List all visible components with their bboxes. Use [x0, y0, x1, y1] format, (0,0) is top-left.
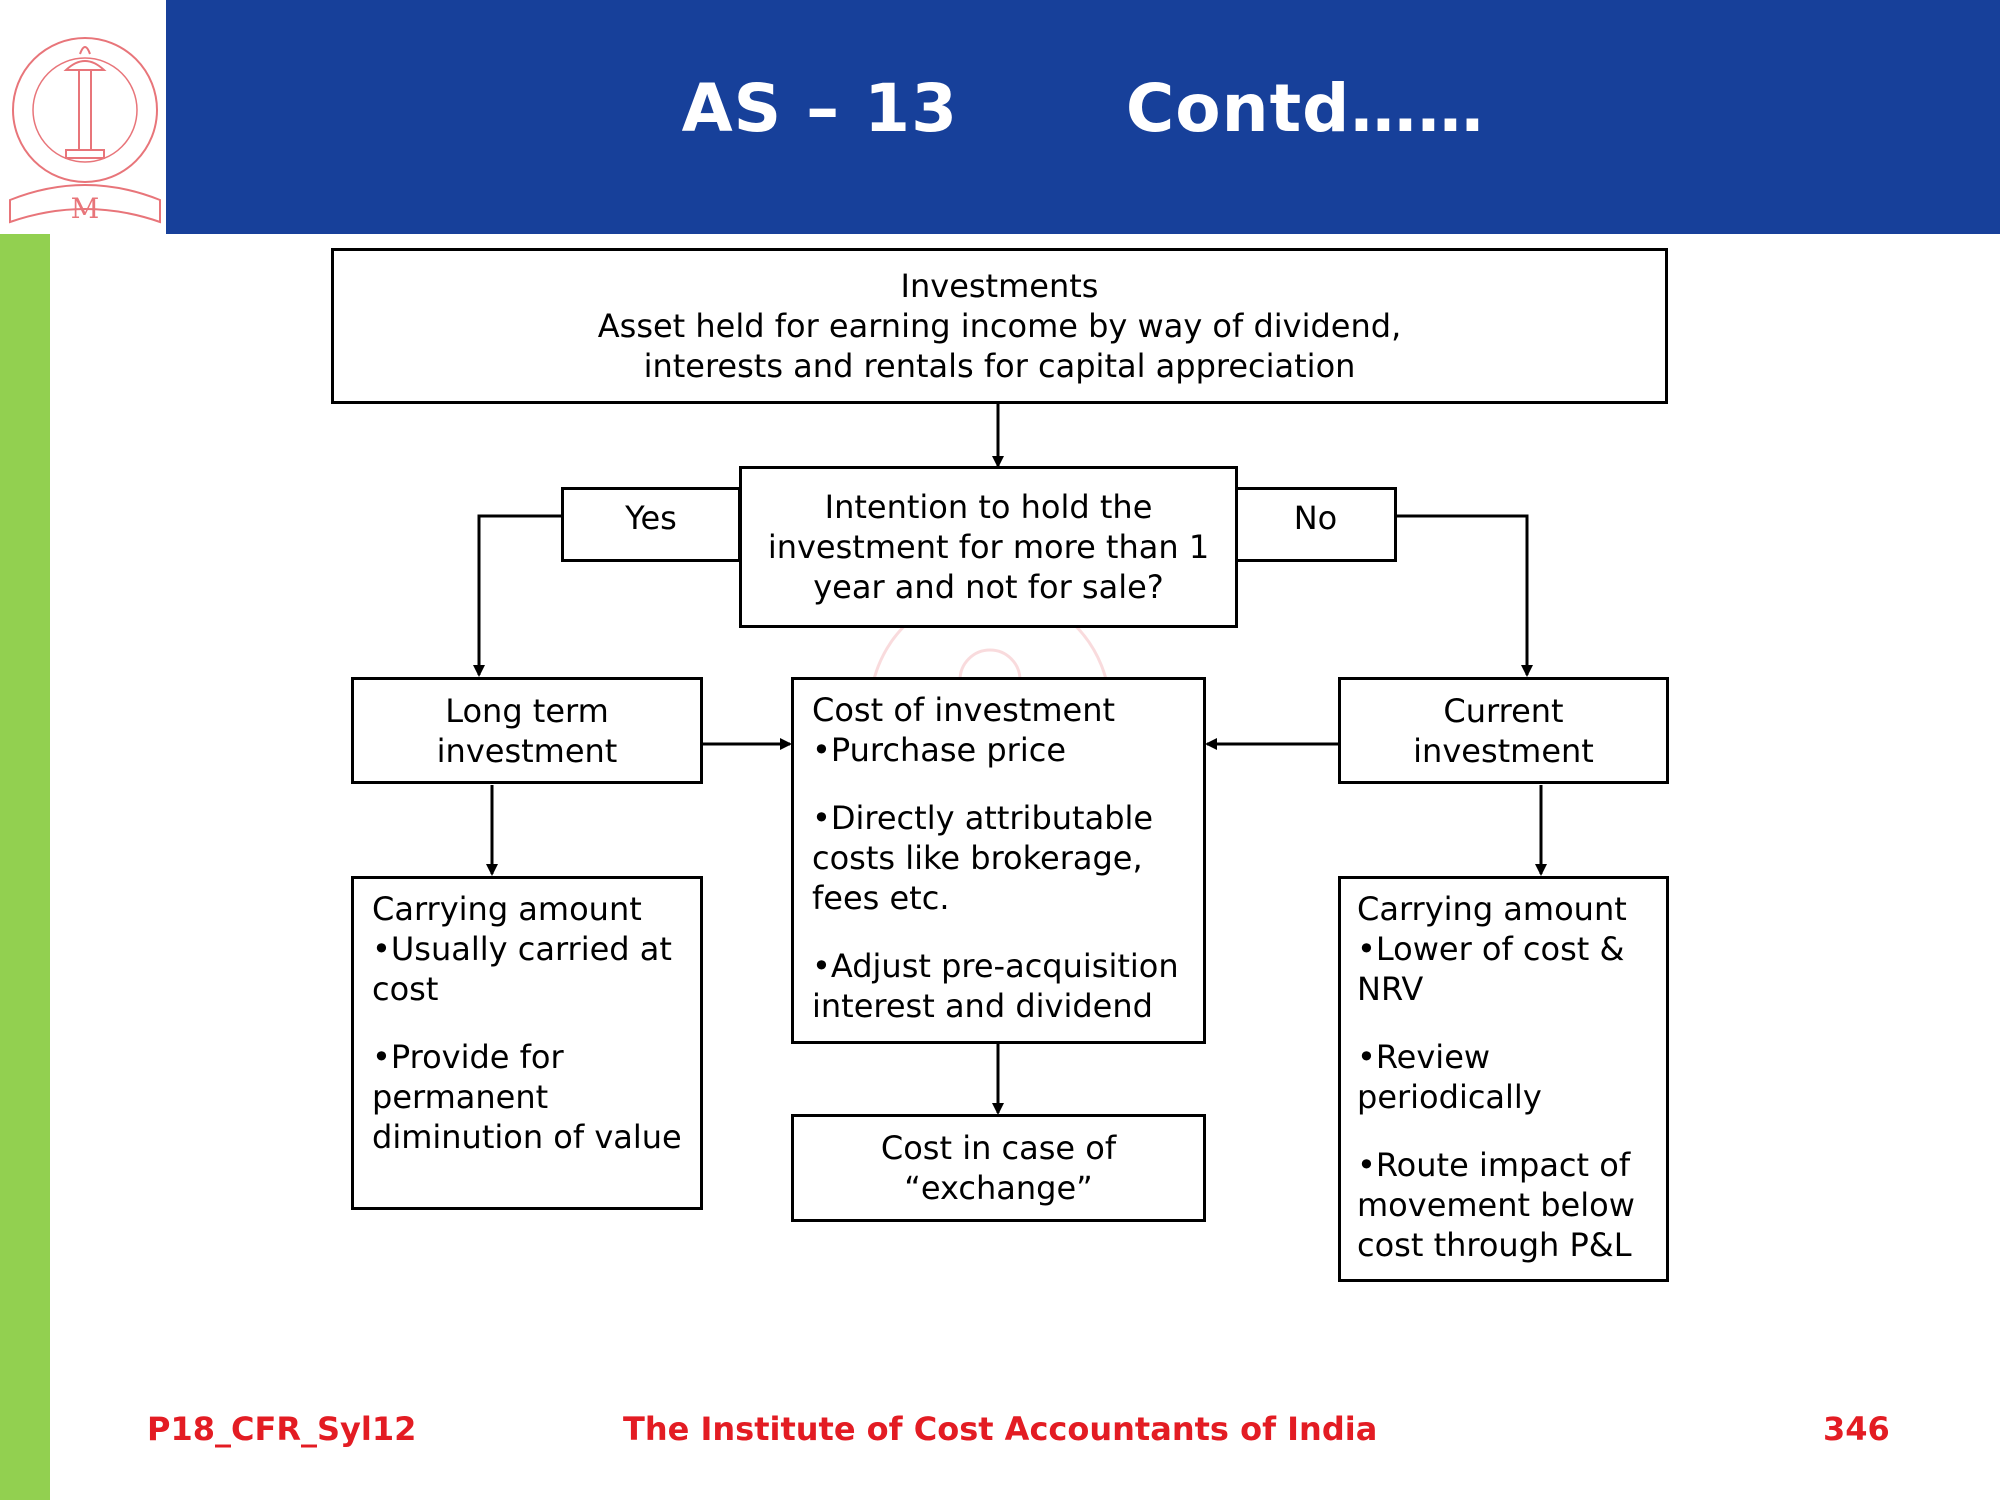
current-carry-item-1-line-2: NRV: [1357, 970, 1424, 1008]
decision-line-3: year and not for sale?: [813, 568, 1164, 606]
decision-line-1: Intention to hold the: [824, 488, 1153, 526]
yes-label-box: Yes: [561, 487, 741, 562]
exchange-line-1: Cost in case of: [880, 1129, 1117, 1167]
cost-item-attributable-line-1: •Directly attributable: [812, 799, 1154, 837]
decision-line-2: investment for more than 1: [767, 528, 1210, 566]
long-carry-item-1-line-1: •Usually carried at: [372, 930, 672, 968]
cost-item-attributable-line-3: fees etc.: [812, 879, 950, 917]
current-carry-item-1-line-1: •Lower of cost &: [1357, 930, 1625, 968]
investments-definition-line-2: interests and rentals for capital apprec…: [643, 347, 1356, 385]
arrow-yes-to-long-term: [473, 514, 562, 677]
current-carry-item-3-line-2: movement below: [1357, 1186, 1635, 1224]
cost-item-attributable-line-2: costs like brokerage,: [812, 839, 1143, 877]
footer-page-number: 346: [1823, 1410, 1890, 1448]
cost-heading: Cost of investment: [812, 691, 1116, 729]
footer-institute-name: The Institute of Cost Accountants of Ind…: [623, 1410, 1378, 1448]
exchange-cost-box: Cost in case of “exchange”: [791, 1114, 1206, 1222]
cost-of-investment-box: Cost of investment •Purchase price •Dire…: [791, 677, 1206, 1044]
long-term-line-1: Long term: [445, 691, 609, 730]
current-investment-box: Current investment: [1338, 677, 1669, 784]
cost-item-attributable: •Directly attributable costs like broker…: [812, 798, 1185, 918]
long-carry-item-2-line-3: diminution of value: [372, 1118, 682, 1156]
current-carry-heading: Carrying amount: [1357, 890, 1627, 928]
cost-item-pre-acquisition-line-2: interest and dividend: [812, 987, 1153, 1025]
decision-box: Intention to hold the investment for mor…: [739, 466, 1238, 628]
long-carry-item-1-line-2: cost: [372, 970, 439, 1008]
investments-heading: Investments: [900, 267, 1099, 305]
long-carry-heading: Carrying amount: [372, 890, 642, 928]
side-accent-bar: [0, 234, 50, 1500]
current-carry-item-1: •Lower of cost & NRV: [1357, 929, 1650, 1009]
current-carrying-amount-box: Carrying amount •Lower of cost & NRV •Re…: [1338, 876, 1669, 1282]
current-carry-item-3-line-3: cost through P&L: [1357, 1226, 1632, 1264]
current-carry-item-2-line-1: •Review: [1357, 1038, 1491, 1076]
current-carry-item-3-line-1: •Route impact of: [1357, 1146, 1631, 1184]
investments-definition-line-1: Asset held for earning income by way of …: [597, 307, 1402, 345]
arrow-no-to-current: [1395, 514, 1533, 677]
long-term-line-2: investment: [436, 731, 618, 770]
cost-item-purchase-price: •Purchase price: [812, 731, 1066, 769]
slide-title: AS – 13 Contd……: [681, 70, 1485, 147]
long-carry-item-2: •Provide for permanent diminution of val…: [372, 1037, 682, 1157]
long-term-carrying-amount-box: Carrying amount •Usually carried at cost…: [351, 876, 703, 1210]
footer-course-code: P18_CFR_Syl12: [147, 1410, 417, 1448]
exchange-line-2: “exchange”: [904, 1169, 1093, 1207]
title-banner: [166, 0, 2000, 234]
svg-text:M: M: [71, 192, 100, 225]
current-carry-item-2-line-2: periodically: [1357, 1078, 1542, 1116]
long-carry-item-2-line-2: permanent: [372, 1078, 549, 1116]
cost-item-pre-acquisition: •Adjust pre-acquisition interest and div…: [812, 946, 1185, 1026]
current-line-2: investment: [1413, 731, 1594, 770]
cost-item-pre-acquisition-line-1: •Adjust pre-acquisition: [812, 947, 1179, 985]
current-carry-item-3: •Route impact of movement below cost thr…: [1357, 1145, 1650, 1265]
long-carry-item-2-line-1: •Provide for: [372, 1038, 564, 1076]
current-carry-item-2: •Review periodically: [1357, 1037, 1650, 1117]
no-label-box: No: [1234, 487, 1397, 562]
long-term-investment-box: Long term investment: [351, 677, 703, 784]
long-carry-item-1: •Usually carried at cost: [372, 929, 682, 1009]
yes-label: Yes: [625, 499, 677, 537]
investments-box: Investments Asset held for earning incom…: [331, 248, 1668, 404]
no-label: No: [1293, 499, 1338, 537]
institute-logo: M: [0, 0, 166, 234]
current-line-1: Current: [1443, 691, 1564, 730]
